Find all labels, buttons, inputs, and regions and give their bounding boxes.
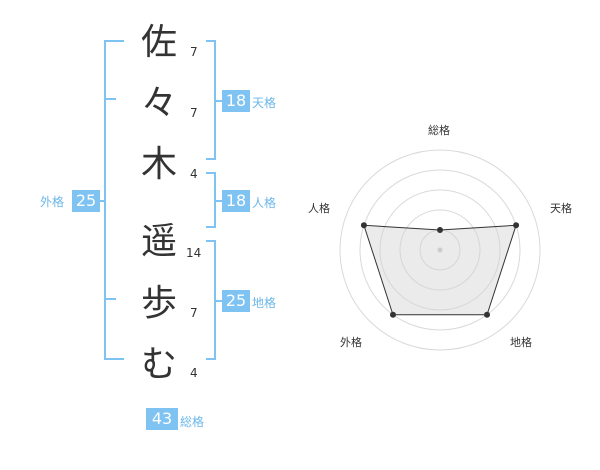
gaikaku-bracket-tick [106,298,116,300]
radar-point [389,311,396,318]
tenkaku-label: 天格 [252,96,277,110]
tenkaku-value-badge: 18 [222,90,250,112]
radar-point [513,222,520,229]
name-char-5: 歩 [140,283,177,324]
gaikaku-value-badge: 25 [72,190,100,212]
jinkaku-value-badge: 18 [222,190,250,212]
chikaku-connector [216,300,222,302]
radar-value-area [363,224,517,316]
radar-point [360,222,367,229]
radar-axis-label-tenkaku: 天格 [550,202,572,215]
name-char-4: 遥 [140,221,177,262]
chikaku-label: 地格 [252,296,277,310]
gaikaku-bracket-tick [106,98,116,100]
radar-point [484,311,491,318]
stroke-count-5: 7 [190,306,198,320]
gaikaku-label: 外格 [40,195,65,209]
radar-grid-ring [399,209,481,291]
jinkaku-connector [216,200,222,202]
jinkaku-label: 人格 [252,196,277,210]
name-char-3: 木 [140,144,177,185]
stroke-count-1: 7 [190,45,198,59]
fortune-radar-chart [339,149,541,351]
radar-axis-label-gaikaku: 外格 [340,336,362,349]
soukaku-value-badge: 43 [146,408,178,430]
name-char-2: 々 [140,83,177,124]
stroke-count-2: 7 [190,106,198,120]
radar-axis-label-soukaku: 総格 [428,124,450,137]
stroke-count-6: 4 [190,366,198,380]
chikaku-bracket [206,240,216,360]
chikaku-value-badge: 25 [222,290,250,312]
radar-grid-ring [359,169,521,331]
radar-grid-ring [339,149,541,351]
name-char-1: 佐 [140,22,177,63]
tenkaku-bracket [206,40,216,160]
jinkaku-bracket [206,172,216,228]
radar-point [437,227,443,233]
stroke-count-3: 4 [190,167,198,181]
soukaku-label: 総格 [180,415,205,429]
radar-axis-label-jinkaku: 人格 [308,202,330,215]
radar-axis-label-chikaku: 地格 [510,336,532,349]
stroke-count-4: 14 [186,246,202,260]
gaikaku-connector [96,200,106,202]
name-char-6: む [140,344,177,385]
tenkaku-connector [216,100,222,102]
radar-center [437,247,443,253]
gaikaku-bracket [104,40,124,360]
radar-grid-ring [379,189,501,311]
